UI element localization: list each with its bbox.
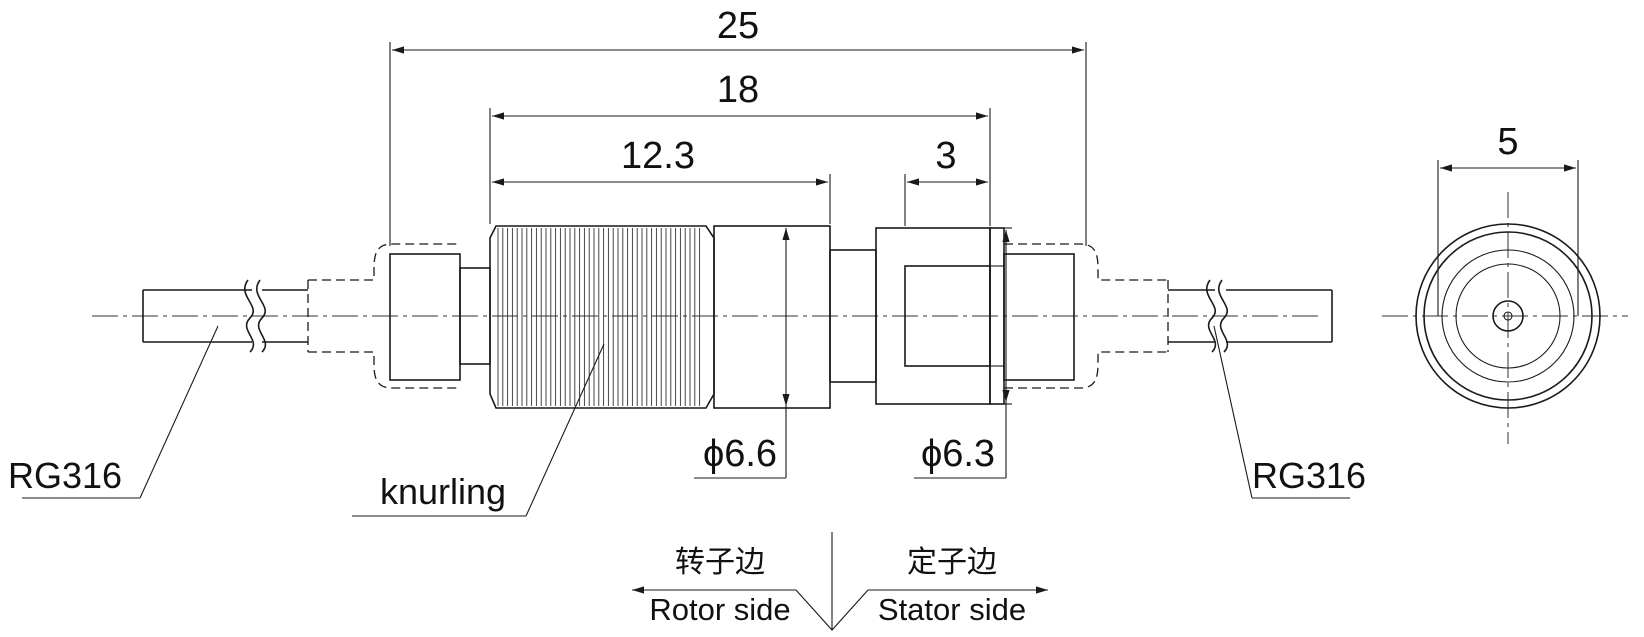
stator-side-en: Stator side <box>878 592 1026 627</box>
end-view: 5 <box>1382 121 1628 444</box>
rotor-body <box>713 225 877 409</box>
dimension-middle: 18 <box>489 69 991 226</box>
callout-knurling-label: knurling <box>380 471 506 512</box>
dimension-overall: 25 <box>389 5 1087 246</box>
dimension-overall-label: 25 <box>717 5 759 47</box>
rotor-side-cn: 转子边 <box>675 545 765 580</box>
dimension-stator-nut-label: 3 <box>935 135 956 177</box>
dimension-rotor-diameter: ϕ6.6 <box>694 225 794 479</box>
dimension-knurl-length-label: 12.3 <box>621 135 695 177</box>
dimension-middle-label: 18 <box>717 69 759 111</box>
callout-left-cable-label: RG316 <box>8 455 122 496</box>
dimension-stator-diameter-label: ϕ6.3 <box>921 433 995 475</box>
right-nut <box>1003 253 1075 381</box>
knurled-sleeve <box>489 225 715 409</box>
callout-right-cable-label: RG316 <box>1252 455 1366 496</box>
callout-knurling: knurling <box>352 343 605 517</box>
left-crimp-sleeve <box>307 243 460 389</box>
right-crimp-sleeve <box>1004 243 1169 389</box>
dimension-stator-diameter: ϕ6.3 <box>914 227 1012 479</box>
right-cable <box>1168 279 1333 353</box>
side-indicator: 转子边 定子边 Rotor side Stator side <box>632 532 1048 631</box>
dimension-knurl-length: 12.3 <box>492 135 831 224</box>
dimension-stator-nut: 3 <box>904 135 988 226</box>
rotor-side-en: Rotor side <box>649 592 790 627</box>
left-cable <box>142 279 308 353</box>
left-nut <box>389 253 491 381</box>
dimension-end-view-label: 5 <box>1497 121 1518 163</box>
dimension-rotor-diameter-label: ϕ6.6 <box>703 433 777 475</box>
callout-left-cable: RG316 <box>8 325 219 499</box>
stator-side-cn: 定子边 <box>907 545 997 580</box>
callout-right-cable: RG316 <box>1213 325 1366 499</box>
